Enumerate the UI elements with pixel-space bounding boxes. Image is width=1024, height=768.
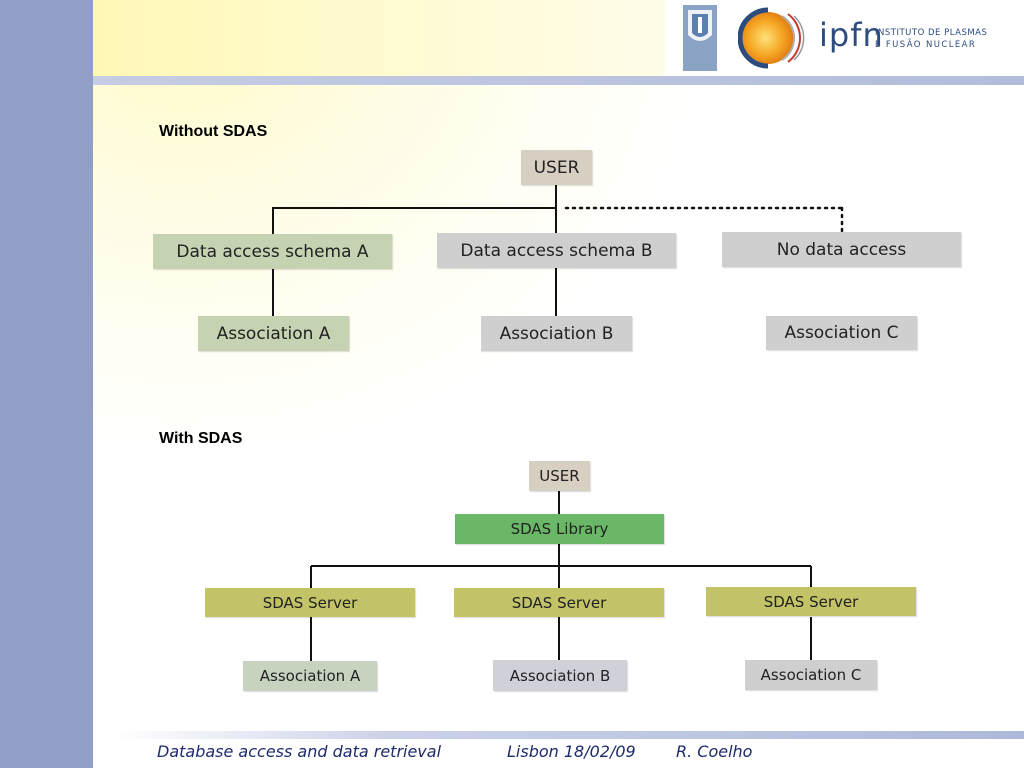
user-box: USER	[521, 150, 592, 185]
left-sidebar-bar	[0, 0, 93, 768]
ipfn-wordmark: ipfn	[819, 16, 884, 54]
association-b-box: Association B	[493, 660, 627, 691]
ist-logo	[683, 5, 717, 71]
header-divider	[93, 76, 1024, 85]
sdas-library-box: SDAS Library	[455, 514, 664, 544]
user-box: USER	[529, 461, 590, 491]
footer-place-date: Lisbon 18/02/09	[507, 742, 636, 761]
logo-area: ipfn INSTITUTO DE PLASMAS E FUSÃO NUCLEA…	[665, 0, 1000, 76]
header-band	[93, 0, 665, 76]
footer-author: R. Coelho	[676, 742, 753, 761]
footer-topic: Database access and data retrieval	[157, 742, 442, 761]
association-a-box: Association A	[198, 316, 349, 351]
sdas-server-box: SDAS Server	[205, 588, 415, 617]
no-data-access-box: No data access	[722, 232, 961, 267]
association-b-box: Association B	[481, 316, 632, 351]
association-c-box: Association C	[745, 660, 877, 690]
sdas-server-box: SDAS Server	[706, 587, 916, 616]
ipfn-name-line-2: E FUSÃO NUCLEAR	[875, 40, 977, 50]
association-a-box: Association A	[243, 661, 377, 691]
data-access-schema-a-box: Data access schema A	[153, 234, 392, 269]
sdas-server-box: SDAS Server	[454, 588, 664, 617]
ipfn-name-line-1: INSTITUTO DE PLASMAS	[875, 28, 988, 38]
footer-divider	[116, 731, 1024, 739]
section-title-with-sdas: With SDAS	[159, 430, 243, 447]
ipfn-circle-logo	[738, 7, 805, 69]
section-title-without-sdas: Without SDAS	[159, 123, 268, 140]
association-c-box: Association C	[766, 316, 917, 350]
data-access-schema-b-box: Data access schema B	[437, 233, 676, 268]
